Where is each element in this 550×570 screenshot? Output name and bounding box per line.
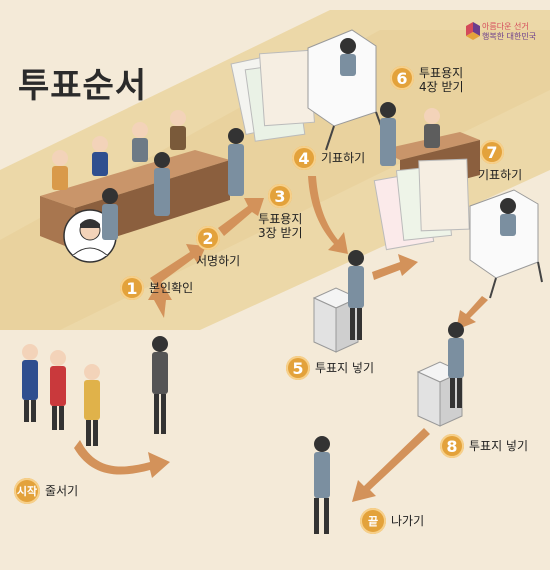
step-1: 1 본인확인 [120,276,193,300]
step-2: 2 서명하기 [196,226,240,268]
arrow-4 [308,176,348,254]
step-label-line-2: 4장 받기 [419,80,464,94]
step-label: 투표지 넣기 [315,361,375,375]
background-stripe-light [0,30,550,330]
step-number-badge: 2 [196,226,220,250]
arrow-start [74,440,170,478]
brand-line-1: 아름다운 선거 [482,22,529,31]
step-number-badge: 5 [286,356,310,380]
ballot-papers-left [230,49,315,142]
step-label: 나가기 [391,514,425,528]
step-number-badge: 4 [292,146,316,170]
step-number-badge: 6 [390,66,414,90]
step-8: 8 투표지 넣기 [440,434,528,458]
step-label: 줄서기 [45,484,79,498]
arrow-1 [148,280,172,318]
step-label: 본인확인 [149,281,194,295]
brand-slogan: 아름다운 선거 행복한 대한민국 [482,22,536,42]
arrow-2 [150,244,206,286]
step-label: 기표하기 [321,151,366,165]
step-number-badge: 8 [440,434,464,458]
brand-line-2: 행복한 대한민국 [482,32,537,41]
flow-arrows [74,168,488,502]
step-6: 6 투표용지 4장 받기 [390,66,464,94]
step-number-badge: 1 [120,276,144,300]
people [22,38,516,534]
step-label: 투표지 넣기 [469,439,529,453]
step-number-badge: 끝 [360,508,386,534]
step-label-line-1: 투표용지 [419,66,464,80]
step-label: 투표용지 3장 받기 [258,212,303,240]
step-end: 끝 나가기 [360,508,424,534]
arrow-5 [372,254,418,280]
step-label: 투표용지 4장 받기 [419,66,464,94]
step-number-badge: 3 [268,184,292,208]
arrow-7 [456,296,488,330]
step-label-line-1: 투표용지 [258,212,303,226]
brand-logo-icon [466,22,480,40]
step-7: 7 기표하기 [478,140,523,182]
step-4: 4 기표하기 [292,146,365,170]
step-number-badge: 7 [480,140,504,164]
step-3: 3 투표용지 3장 받기 [258,184,303,240]
step-start: 시작 줄서기 [14,478,78,504]
ballot-papers-right [373,158,470,251]
arrow-3 [218,198,264,236]
step-label: 서명하기 [196,254,241,268]
arrow-8 [352,428,430,502]
step-5: 5 투표지 넣기 [286,356,374,380]
step-number-badge: 시작 [14,478,40,504]
page-title: 투표순서 [18,66,148,106]
step-label: 기표하기 [478,168,523,182]
step-label-line-2: 3장 받기 [258,226,303,240]
